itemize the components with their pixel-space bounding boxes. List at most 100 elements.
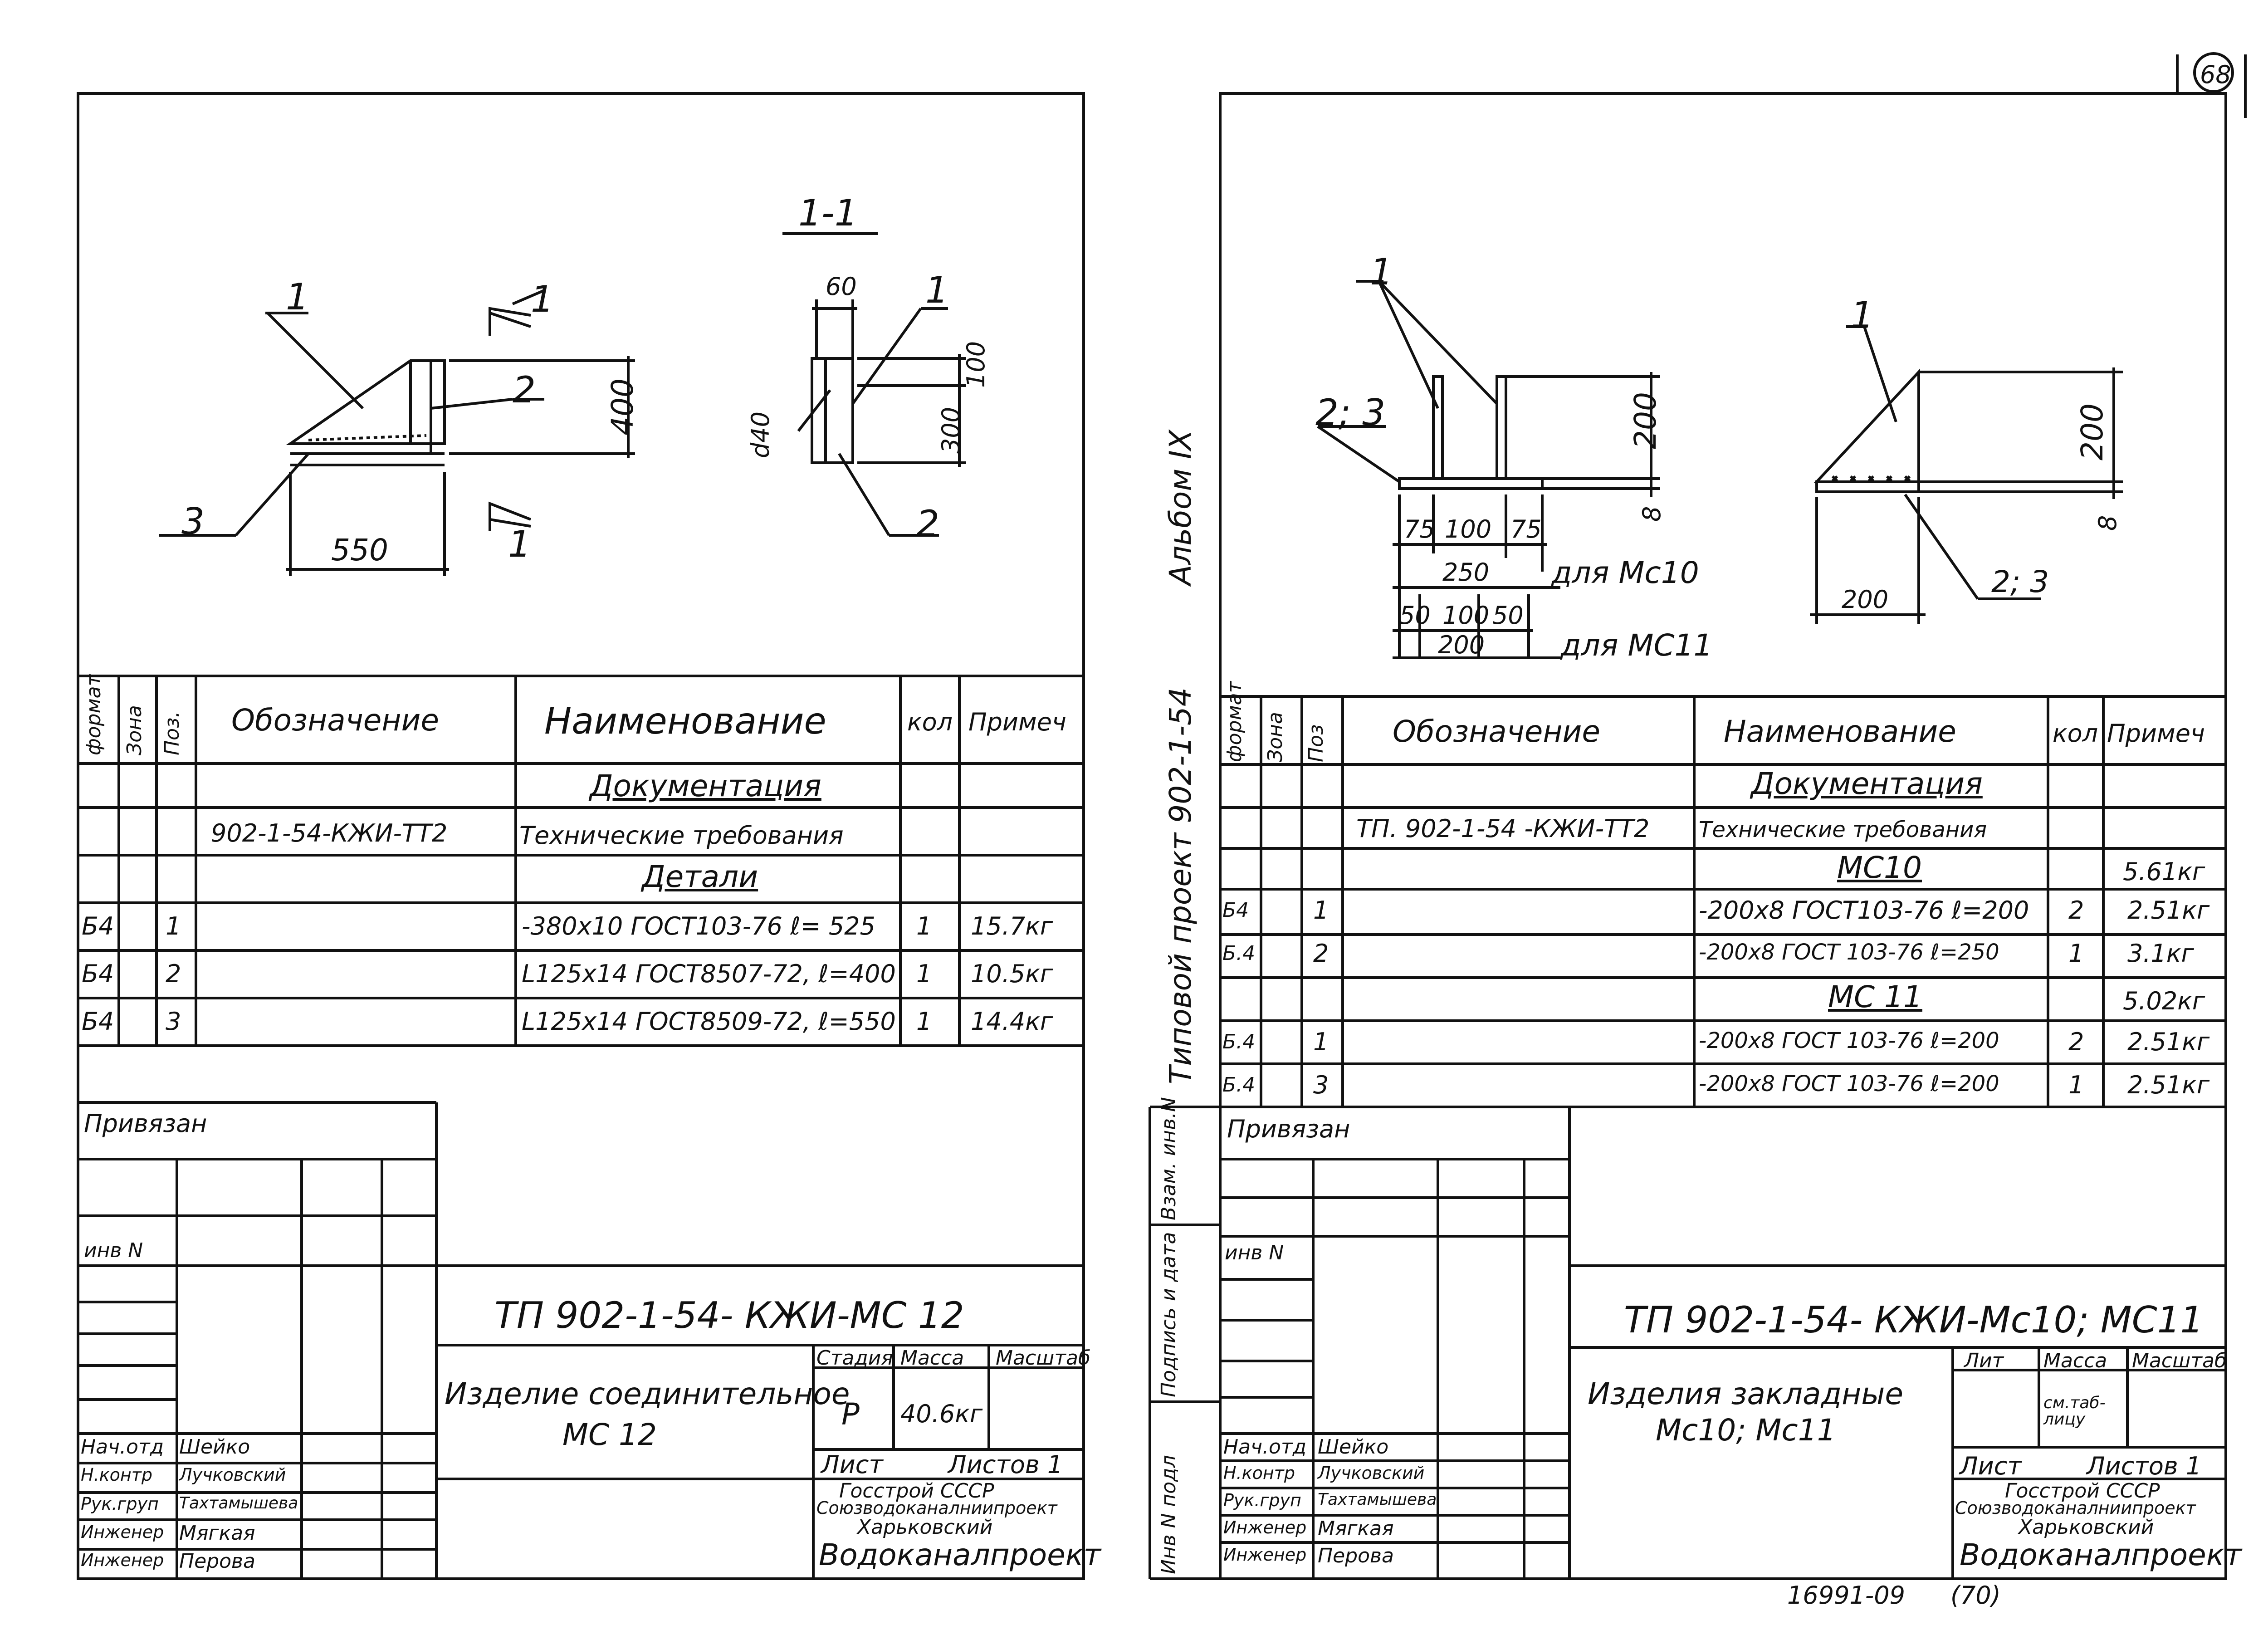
r-row4-qty: 1 (2068, 1071, 2084, 1099)
r-row-designation: ТП. 902-1-54 -КЖИ-ТТ2 (1356, 814, 1650, 843)
r-callout-1b: 1 (1851, 294, 1874, 336)
section-marker-bottom: 1 (508, 523, 531, 565)
dim-100: 100 (962, 341, 990, 388)
r-org-1: Госстрой СССР (2005, 1479, 2160, 1503)
side-stamp-3: Инв N подл (1157, 1455, 1180, 1574)
r-row2-pos: 2 (1313, 939, 1329, 968)
hdr-zone: Зона (123, 705, 146, 755)
r-row1-format: Б4 (1222, 899, 1249, 922)
r-row1-pos: 1 (1313, 896, 1329, 925)
r-item-name-1: Изделия закладные (1588, 1376, 1903, 1411)
row3-name: L125x14 ГОСТ8509-72, ℓ=550 (522, 1007, 896, 1036)
hdr-note: Примеч (968, 708, 1066, 736)
mass-header: Масса (900, 1346, 964, 1370)
r-dim-100-b: 100 (1442, 601, 1490, 630)
r-row3-note: 2.51кг (2127, 1028, 2210, 1056)
staff-name-1: Шейко (179, 1435, 250, 1459)
stage-header: Стадия (816, 1346, 893, 1370)
org-4: Водоканалпроект (819, 1537, 1101, 1572)
r-hdr-name: Наименование (1724, 714, 1956, 749)
org-3: Харьковский (857, 1516, 993, 1539)
section-label: 1-1 (798, 192, 858, 234)
callout-3: 3 (181, 500, 205, 543)
r-staff-name-2: Лучковский (1318, 1463, 1425, 1483)
privyazan-label: Привязан (84, 1109, 207, 1138)
r-hdr-format: формат (1223, 681, 1246, 762)
r-row4-note: 2.51кг (2127, 1071, 2210, 1099)
row-details: Детали (642, 859, 758, 894)
title-code: ТП 902-1-54- КЖИ-МС 12 (494, 1294, 964, 1336)
row2-name: L125x14 ГОСТ8507-72, ℓ=400 (522, 959, 896, 988)
r-dim-200-d: 200 (1842, 585, 1889, 614)
footer-page: (70) (1950, 1581, 2001, 1610)
section-callout-1: 1 (925, 269, 948, 311)
inv-label: инв N (84, 1239, 143, 1262)
org-1: Госстрой СССР (839, 1479, 994, 1503)
r-mass-value: см.таб-лицу (2043, 1394, 2106, 1429)
left-frame (77, 92, 1085, 1580)
row1-name: -380x10 ГОСТ103-76 ℓ= 525 (522, 912, 875, 940)
hdr-format: формат (82, 674, 105, 755)
row-tech-req: Технические требования (519, 821, 844, 850)
r-row4-name: -200x8 ГОСТ 103-76 ℓ=200 (1699, 1071, 1999, 1097)
r-mass-header: Масса (2043, 1349, 2107, 1372)
r-dim-200-a: 200 (1628, 392, 1663, 449)
left-section-view (782, 232, 966, 537)
row-designation: 902-1-54-КЖИ-ТТ2 (211, 819, 448, 847)
r-staff-role-2: Н.контр (1223, 1463, 1295, 1483)
r-org-4: Водоканалпроект (1960, 1537, 2242, 1572)
dim-300: 300 (937, 406, 965, 454)
staff-role-2: Н.контр (81, 1465, 152, 1485)
r-org-2: Союзводоканалниипроект (1955, 1498, 2196, 1518)
r-dim-50-b: 50 (1492, 601, 1524, 630)
r-row2-qty: 1 (2068, 939, 2084, 968)
dim-60: 60 (826, 272, 857, 301)
r-label-23-right: 2; 3 (1991, 564, 2049, 599)
r-callout-1a: 1 (1370, 251, 1393, 293)
row1-format: Б4 (82, 912, 114, 940)
r-row-tech-req: Технические требования (1699, 817, 1987, 842)
staff-name-3: Тахтамышева (179, 1494, 298, 1513)
r-row-mc10-mass: 5.61кг (2123, 857, 2205, 886)
scale-header: Масштаб (996, 1346, 1091, 1370)
r-staff-role-4: Инженер (1223, 1518, 1307, 1537)
staff-role-1: Нач.отд (81, 1435, 164, 1459)
r-row-mc11-mass: 5.02кг (2123, 987, 2205, 1015)
hdr-designation: Обозначение (231, 703, 439, 738)
side-stamp-2: Подпись и дата (1157, 1232, 1180, 1397)
hdr-name: Наименование (544, 700, 826, 742)
r-row4-format: Б.4 (1222, 1073, 1256, 1097)
row2-qty: 1 (916, 959, 932, 988)
dim-400: 400 (605, 378, 640, 436)
r-dim-250: 250 (1442, 558, 1490, 587)
r-dim-8-a: 8 (1637, 506, 1666, 522)
r-row3-format: Б.4 (1222, 1030, 1256, 1053)
r-dim-75-b: 75 (1510, 515, 1542, 543)
r-staff-name-3: Тахтамышева (1318, 1490, 1437, 1509)
r-hdr-zone: Зона (1264, 712, 1287, 762)
row-documentation: Документация (590, 769, 821, 803)
row2-note: 10.5кг (971, 959, 1053, 988)
r-org-3: Харьковский (2019, 1516, 2154, 1539)
r-dim-200-b: 200 (1438, 631, 1485, 659)
callout-1: 1 (286, 276, 309, 318)
r-hdr-qty: кол (2053, 719, 2098, 748)
dim-d40: d40 (746, 411, 775, 458)
r-row3-qty: 2 (2068, 1028, 2084, 1056)
hdr-pos: Поз. (161, 711, 184, 755)
r-dim-75-a: 75 (1404, 515, 1435, 543)
for-mc10: для Мс10 (1551, 555, 1699, 590)
r-row3-name: -200x8 ГОСТ 103-76 ℓ=200 (1699, 1028, 1999, 1053)
right-frame (1219, 92, 2227, 1580)
r-row2-note: 3.1кг (2127, 939, 2194, 968)
r-sheet-label: Лист (1960, 1452, 2022, 1480)
r-row4-pos: 3 (1313, 1071, 1329, 1099)
r-dim-8-b: 8 (2093, 515, 2122, 531)
r-staff-name-4: Мягкая (1318, 1517, 1394, 1540)
r-row1-name: -200x8 ГОСТ103-76 ℓ=200 (1699, 896, 2029, 925)
dim-550: 550 (331, 533, 388, 568)
r-sheets-label: Листов 1 (2087, 1452, 2202, 1480)
section-marker-top: 1 (531, 278, 554, 320)
section-callout-2: 2 (916, 503, 939, 545)
